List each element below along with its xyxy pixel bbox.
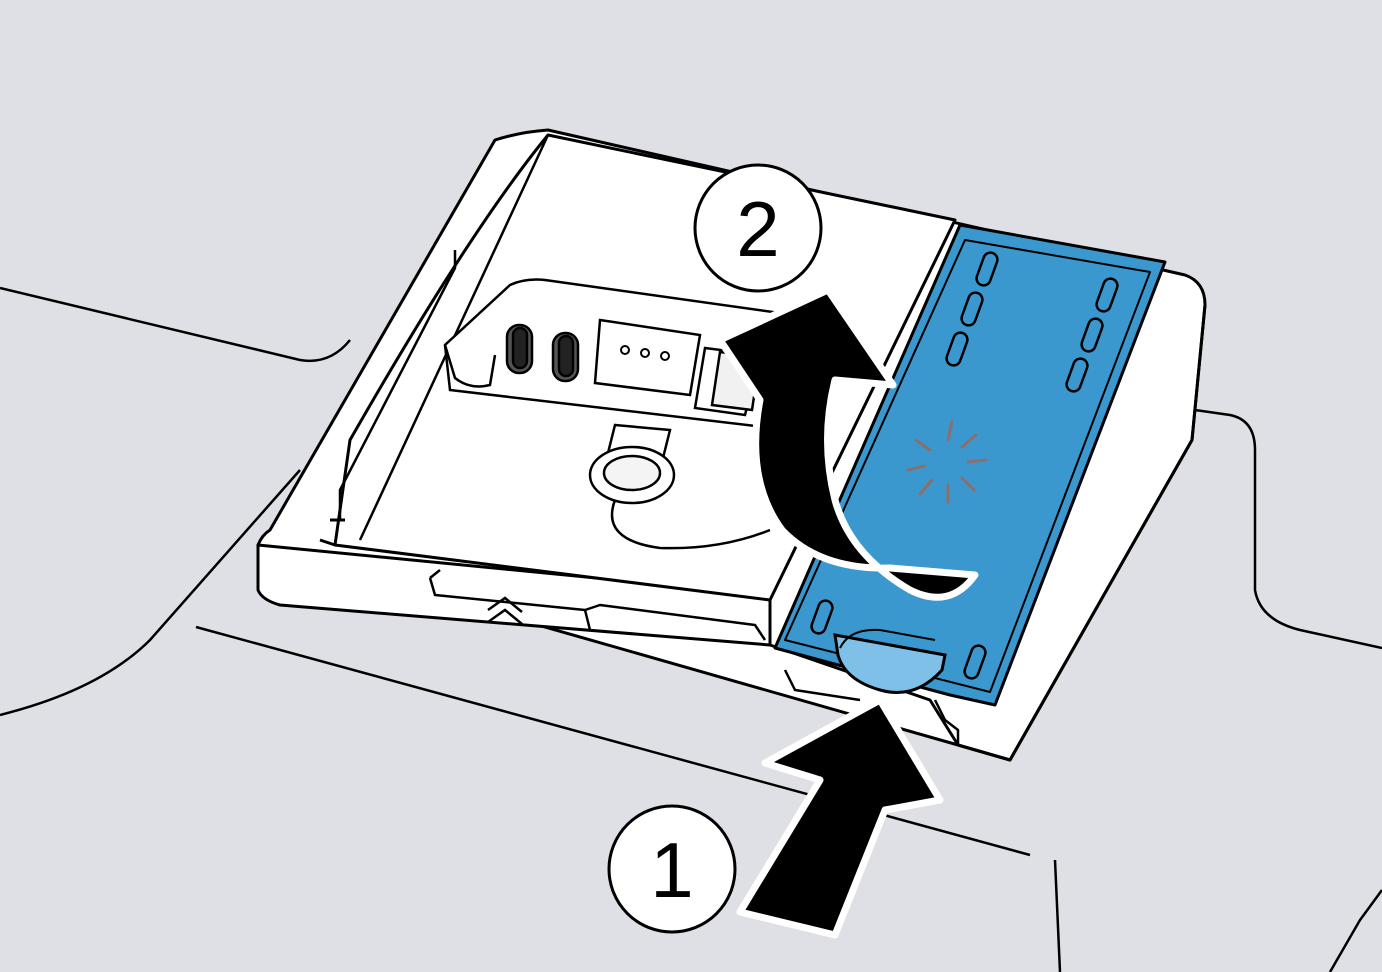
step-2-marker: 2 <box>693 163 823 293</box>
dispenser-back-panel <box>443 278 832 432</box>
dots-icon <box>620 345 670 361</box>
lid-grip-slots <box>810 251 1119 680</box>
dispenser-lid <box>773 223 1167 707</box>
lift-arrow <box>716 286 979 601</box>
double-chevron-up-icon <box>487 596 523 625</box>
step-1-label: 1 <box>650 826 693 914</box>
starburst-icon <box>906 420 988 504</box>
spray-nozzle <box>588 423 771 550</box>
lid-latch <box>833 628 947 694</box>
step-2-label: 2 <box>736 185 779 273</box>
step-1-marker: 1 <box>607 804 737 934</box>
door-panel <box>0 286 1382 972</box>
push-arrow <box>736 696 944 939</box>
